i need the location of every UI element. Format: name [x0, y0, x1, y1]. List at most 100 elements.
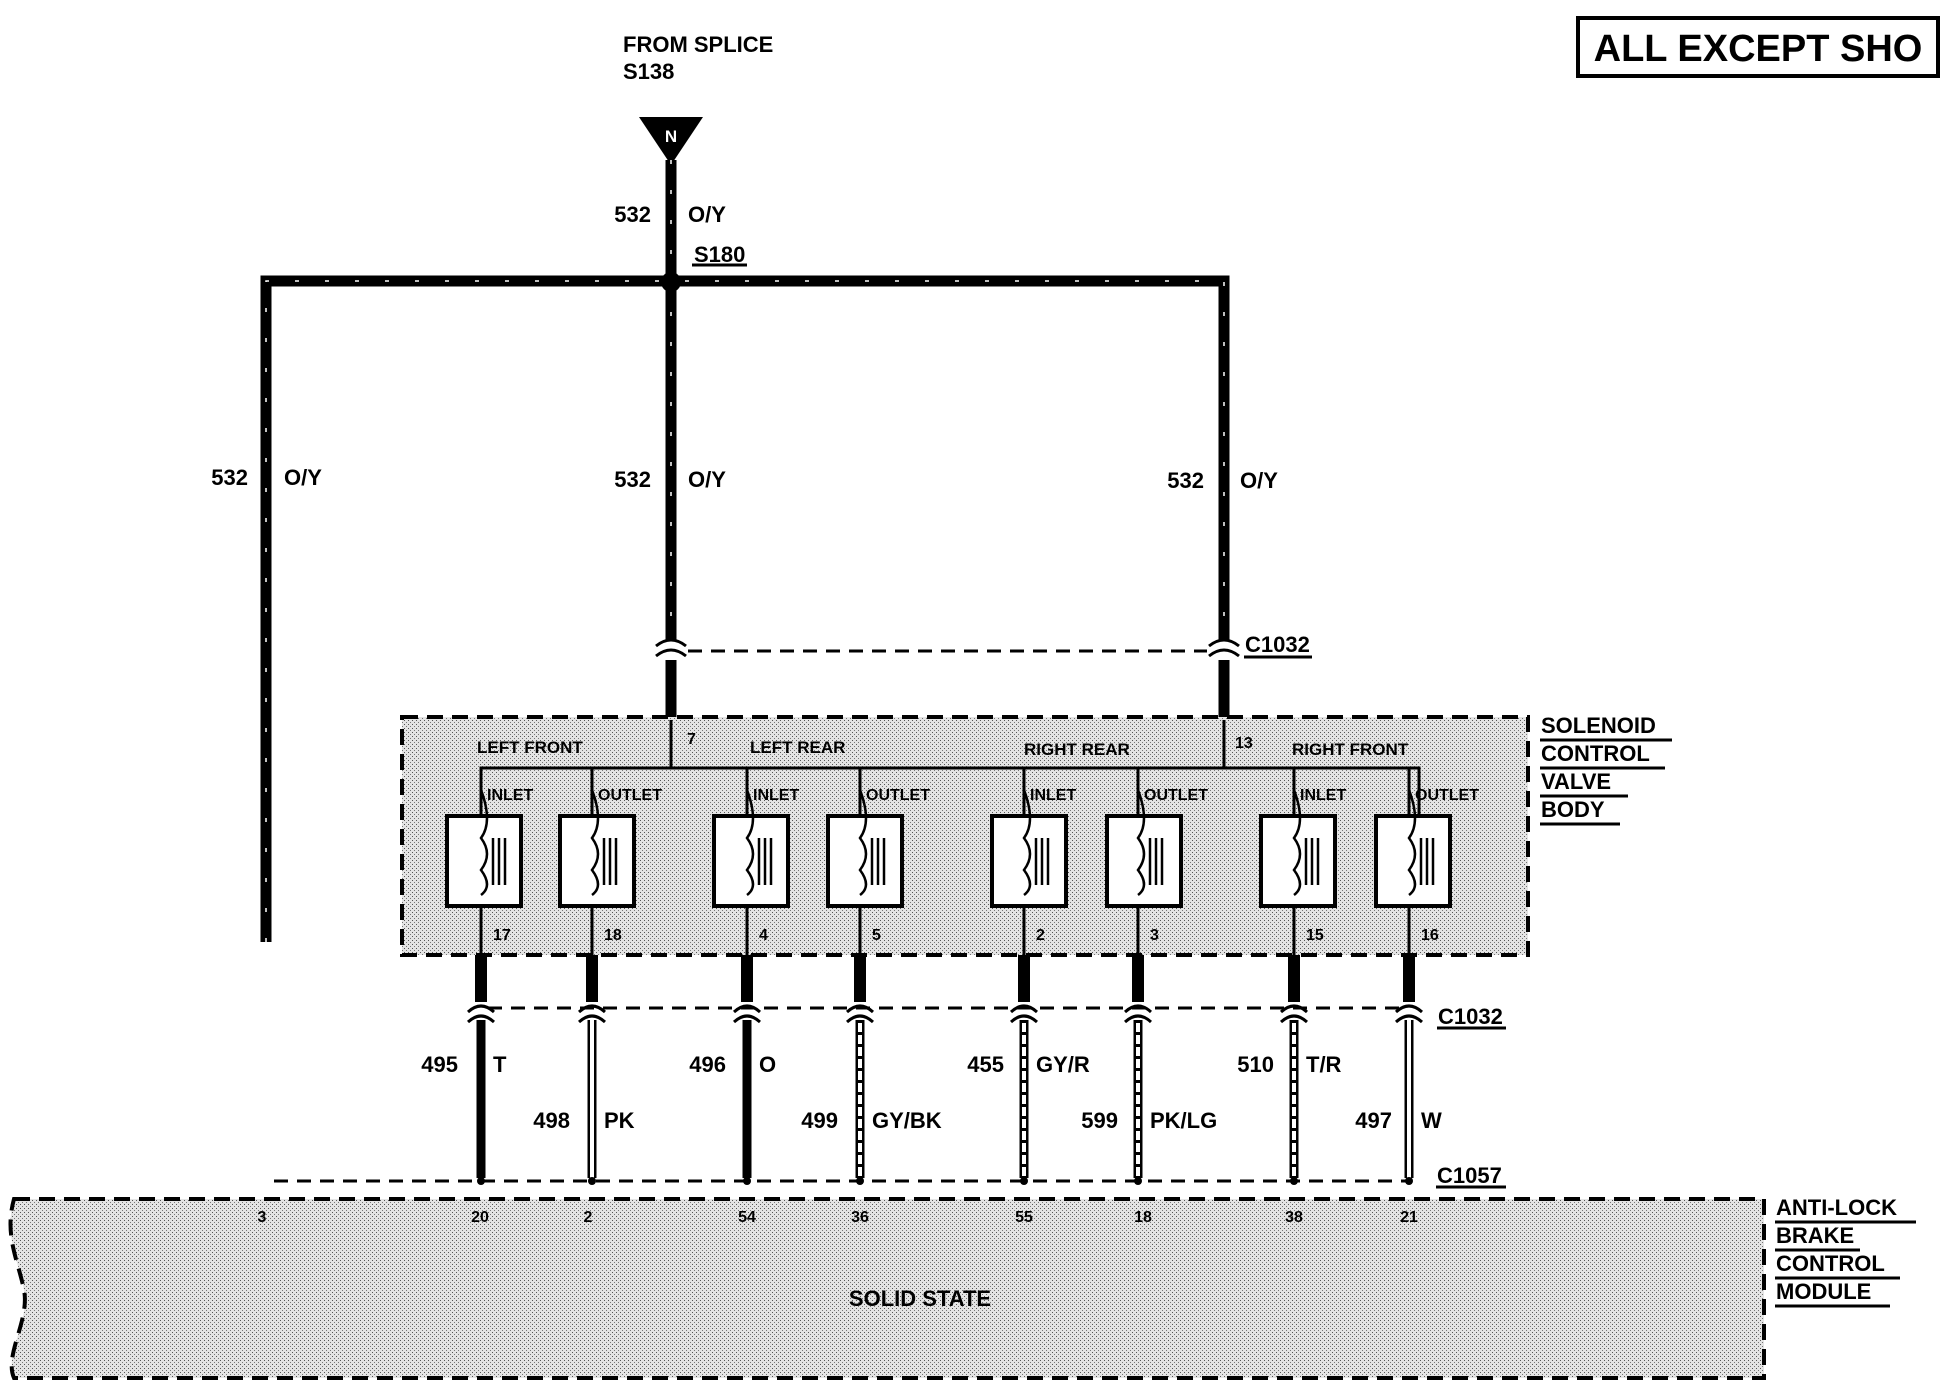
feed-center-circuit: 532 [614, 467, 651, 492]
solenoid-type-label: INLET [1030, 787, 1076, 804]
solenoid-type-label: OUTLET [1415, 787, 1479, 804]
signal-circuit-label: 495 [421, 1052, 458, 1077]
feed-center-color: O/Y [688, 467, 726, 492]
feed-wiring [260, 160, 1230, 942]
solenoid-type-label: OUTLET [1144, 787, 1208, 804]
signal-color-label: PK/LG [1150, 1108, 1217, 1133]
group-right-rear: RIGHT REAR [1024, 740, 1130, 759]
module-pin-36: 36 [851, 1209, 869, 1226]
valve-body-label-line1: SOLENOID [1541, 713, 1656, 738]
source-line2: S138 [623, 59, 674, 84]
solenoid-3: INLET 4 [712, 768, 799, 955]
signal-wire-497: 497 W [1355, 955, 1442, 1185]
module-outline [8, 1197, 1766, 1380]
solenoid-8: OUTLET 16 [1374, 768, 1479, 955]
group-left-front: LEFT FRONT [477, 738, 583, 757]
solenoid-1: INLET 17 [445, 768, 533, 955]
signal-color-label: GY/R [1036, 1052, 1090, 1077]
solenoid-type-label: INLET [487, 787, 533, 804]
signal-wire-455: 455 GY/R [967, 955, 1090, 1185]
coil-icon [745, 789, 755, 896]
solenoid-6: OUTLET 3 [1105, 768, 1208, 955]
signal-circuit-label: 499 [801, 1108, 838, 1133]
solenoid-pin-label: 15 [1306, 927, 1324, 944]
signal-color-label: PK [604, 1108, 635, 1133]
splice-s180-dot [661, 272, 681, 292]
solenoid-pin-label: 2 [1036, 927, 1045, 944]
coil-icon [858, 789, 868, 896]
splice-s180-label: S180 [694, 242, 745, 267]
source-line1: FROM SPLICE [623, 32, 773, 57]
valve-body-label-line2: CONTROL [1541, 741, 1650, 766]
coil-icon [1407, 789, 1417, 896]
connector-c1032-upper-label: C1032 [1245, 632, 1310, 657]
signal-circuit-label: 599 [1081, 1108, 1118, 1133]
solenoid-pin-label: 17 [493, 927, 511, 944]
signal-circuit-label: 510 [1237, 1052, 1274, 1077]
valve-body-label: SOLENOID CONTROL VALVE BODY [1540, 713, 1672, 826]
signal-color-label: W [1421, 1108, 1442, 1133]
feed-top-circuit: 532 [614, 202, 651, 227]
connector-c1032-lower-label: C1032 [1438, 1004, 1503, 1029]
module-pin-21: 21 [1400, 1209, 1418, 1226]
signal-wire-496: 496 O [689, 955, 776, 1185]
module-label-line4: MODULE [1776, 1279, 1871, 1304]
solenoid-pin-label: 5 [872, 927, 881, 944]
solenoid-pin-label: 18 [604, 927, 622, 944]
module-pin-2: 2 [584, 1209, 593, 1226]
module-inner-text: SOLID STATE [849, 1286, 991, 1311]
module-pin-55: 55 [1015, 1209, 1033, 1226]
module-label: ANTI-LOCK BRAKE CONTROL MODULE [1775, 1195, 1916, 1308]
module-pin-54: 54 [738, 1209, 756, 1226]
feed-right-circuit: 532 [1167, 468, 1204, 493]
coil-icon [1136, 789, 1146, 896]
feed-left-circuit: 532 [211, 465, 248, 490]
feed-pin-7: 7 [687, 731, 696, 748]
valve-body-label-line4: BODY [1541, 797, 1605, 822]
signal-circuit-label: 497 [1355, 1108, 1392, 1133]
solenoid-pin-label: 3 [1150, 927, 1159, 944]
module-pin-38: 38 [1285, 1209, 1303, 1226]
title-text: ALL EXCEPT SHO [1594, 28, 1923, 70]
group-right-front: RIGHT FRONT [1292, 740, 1409, 759]
module-label-line2: BRAKE [1776, 1223, 1854, 1248]
module-label-line3: CONTROL [1776, 1251, 1885, 1276]
feed-pin-13: 13 [1235, 735, 1253, 752]
feed-right-color: O/Y [1240, 468, 1278, 493]
coil-icon [479, 789, 489, 896]
connector-c1032-upper [655, 638, 1312, 659]
module-label-line1: ANTI-LOCK [1776, 1195, 1897, 1220]
signal-circuit-label: 455 [967, 1052, 1004, 1077]
signal-color-label: T/R [1306, 1052, 1342, 1077]
solenoid-type-label: INLET [1300, 787, 1346, 804]
source-splice-s138: FROM SPLICE S138 N [623, 32, 773, 165]
feed-left-color: O/Y [284, 465, 322, 490]
solenoid-layer: INLET17OUTLET18INLET4OUTLET5INLET2OUTLET… [445, 768, 1479, 955]
coil-icon [1292, 789, 1302, 896]
solenoid-7: INLET 15 [1259, 768, 1346, 955]
module-pin-18: 18 [1134, 1209, 1152, 1226]
module-pin-20: 20 [471, 1209, 489, 1226]
solenoid-pin-label: 4 [759, 927, 768, 944]
signal-circuit-label: 496 [689, 1052, 726, 1077]
signal-color-label: O [759, 1052, 776, 1077]
group-left-rear: LEFT REAR [750, 738, 845, 757]
signal-color-label: GY/BK [872, 1108, 942, 1133]
title-box: ALL EXCEPT SHO [1576, 16, 1940, 78]
solenoid-pin-label: 16 [1421, 927, 1439, 944]
coil-icon [590, 789, 600, 896]
solenoid-valve-body: INLET17OUTLET18INLET4OUTLET5INLET2OUTLET… [400, 715, 1530, 957]
solenoid-5: INLET 2 [990, 768, 1076, 955]
valve-body-label-line3: VALVE [1541, 769, 1611, 794]
coil-icon [1022, 789, 1032, 896]
solenoid-type-label: INLET [753, 787, 799, 804]
signal-wire-499: 499 GY/BK [801, 955, 942, 1185]
signal-wire-599: 599 PK/LG [1081, 955, 1217, 1185]
